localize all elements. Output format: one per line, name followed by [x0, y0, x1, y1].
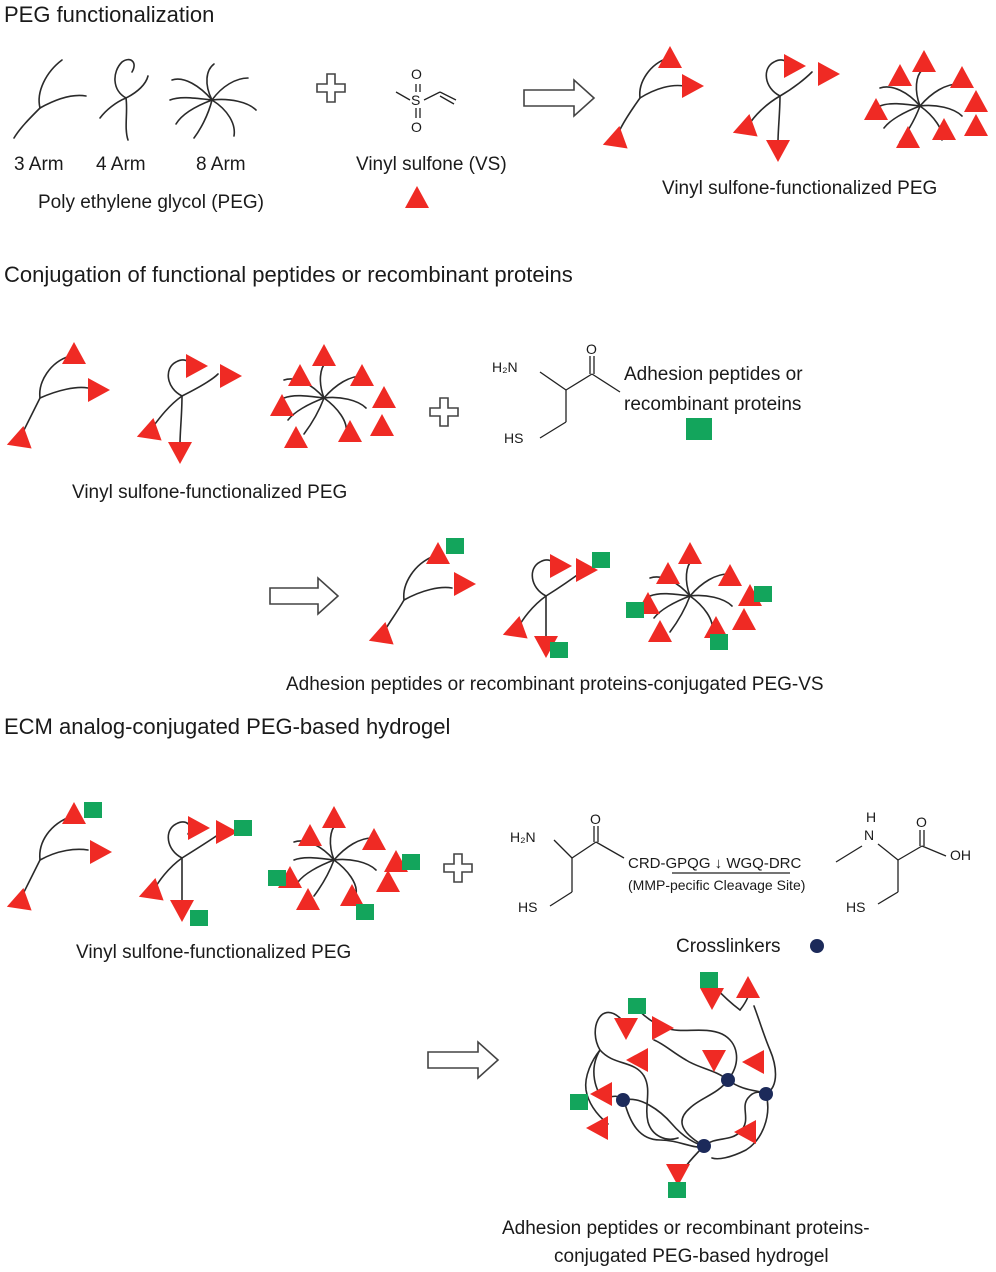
cys-oxygen: O [586, 341, 597, 357]
xl-nh-h: H [866, 809, 876, 825]
vs-peg-reactant-3 [2, 802, 420, 926]
cys-amine: H₂N [492, 359, 518, 375]
hydrogel-network [570, 972, 777, 1198]
peg-4arm-icon [99, 58, 149, 141]
hydrogel-label-line1: Adhesion peptides or recombinant protein… [502, 1218, 870, 1239]
vs-sulfur: S [411, 92, 420, 108]
arm3-label: 3 Arm [14, 154, 64, 175]
section3-title: ECM analog-conjugated PEG-based hydrogel [4, 714, 450, 739]
xl-nh-n: N [864, 827, 874, 843]
vs-label: Vinyl sulfone (VS) [356, 154, 507, 175]
peptide-square-icon [686, 418, 712, 440]
vs-peg-label-1: Vinyl sulfone-functionalized PEG [662, 178, 937, 199]
plus-icon [316, 73, 346, 103]
arm4-label: 4 Arm [96, 154, 146, 175]
peptide-label-line1: Adhesion peptides or [624, 364, 803, 385]
crosslinker-dot-icon [810, 939, 824, 953]
peg-label: Poly ethylene glycol (PEG) [38, 192, 264, 213]
xl-amine: H₂N [510, 829, 536, 845]
cys-thiol: HS [504, 430, 523, 446]
section1-title: PEG functionalization [4, 2, 214, 27]
hydrogel-label-line2: conjugated PEG-based hydrogel [554, 1246, 829, 1267]
vs-peg-reactant-2 [2, 342, 396, 464]
reaction-arrow-2 [269, 576, 340, 616]
reaction-arrow-3 [427, 1040, 500, 1080]
vs-oxygen-top: O [411, 66, 422, 82]
peg-3arm-icon [13, 59, 87, 139]
plus-icon-2 [429, 397, 459, 427]
arm8-label: 8 Arm [196, 154, 246, 175]
peg-8arm-icon [169, 63, 257, 139]
xl-oxygen-right: O [916, 814, 927, 830]
cysteine-structure: H₂N O HS [492, 341, 621, 446]
xl-sequence: CRD-GPQG ↓ WGQ-DRC [628, 855, 801, 872]
crosslinker-label: Crosslinkers [676, 936, 781, 957]
peptide-label-line2: recombinant proteins [624, 394, 801, 415]
crosslinker-structure: H₂N O HS CRD-GPQG ↓ WGQ-DRC (MMP-pecific… [510, 809, 971, 915]
xl-thiol-right: HS [846, 899, 865, 915]
conjugated-peg-vs-label: Adhesion peptides or recombinant protein… [286, 674, 824, 695]
reaction-arrow-1 [523, 78, 596, 118]
vs-triangle-icon [405, 186, 429, 208]
vinyl-sulfone-structure: O S O [395, 66, 457, 135]
xl-thiol-left: HS [518, 899, 537, 915]
vs-peg-product-1 [598, 46, 988, 162]
plus-icon-3 [443, 853, 473, 883]
peptide-conjugated-peg-vs [364, 538, 772, 658]
xl-oxygen-left: O [590, 811, 601, 827]
vs-peg-label-3: Vinyl sulfone-functionalized PEG [76, 942, 351, 963]
xl-cleavage-note: (MMP-pecific Cleavage Site) [628, 877, 805, 893]
xl-hydroxyl: OH [950, 847, 971, 863]
vs-peg-label-2: Vinyl sulfone-functionalized PEG [72, 482, 347, 503]
vs-oxygen-bottom: O [411, 119, 422, 135]
section2-title: Conjugation of functional peptides or re… [4, 262, 573, 287]
